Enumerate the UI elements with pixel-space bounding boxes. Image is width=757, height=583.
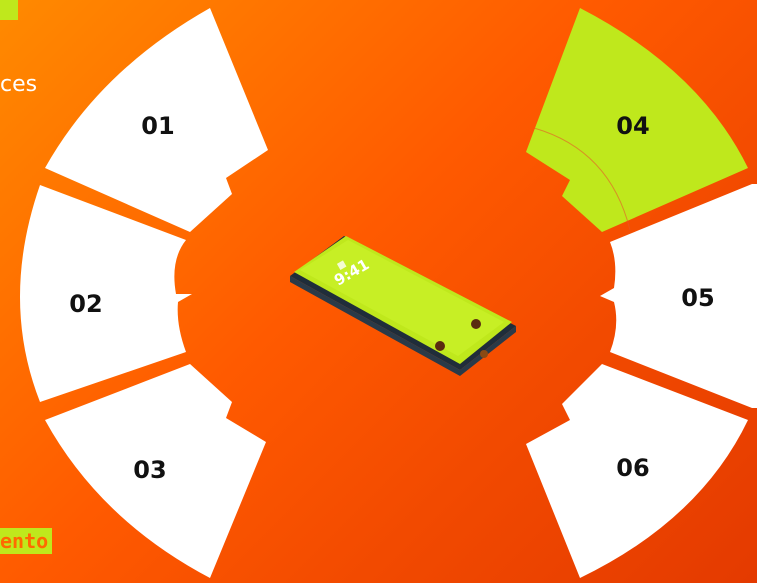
segment-02-label: 02 (69, 290, 102, 318)
segment-03[interactable]: 03 (45, 364, 266, 578)
segment-01[interactable]: 01 (45, 8, 268, 232)
phone-camera-icon (471, 319, 481, 329)
segment-06[interactable]: 06 (526, 364, 748, 578)
segment-05-label: 05 (681, 284, 714, 312)
segment-04[interactable]: 04 (526, 8, 748, 232)
segment-06-label: 06 (616, 454, 649, 482)
segment-03-label: 03 (133, 456, 166, 484)
segment-01-label: 01 (141, 112, 174, 140)
phone-port-icon (480, 350, 488, 358)
segment-04-label: 04 (616, 112, 649, 140)
bottom-accent-text: ento (0, 528, 52, 554)
phone-call-icon (435, 341, 445, 351)
phone-illustration: 9:41 (290, 236, 516, 376)
